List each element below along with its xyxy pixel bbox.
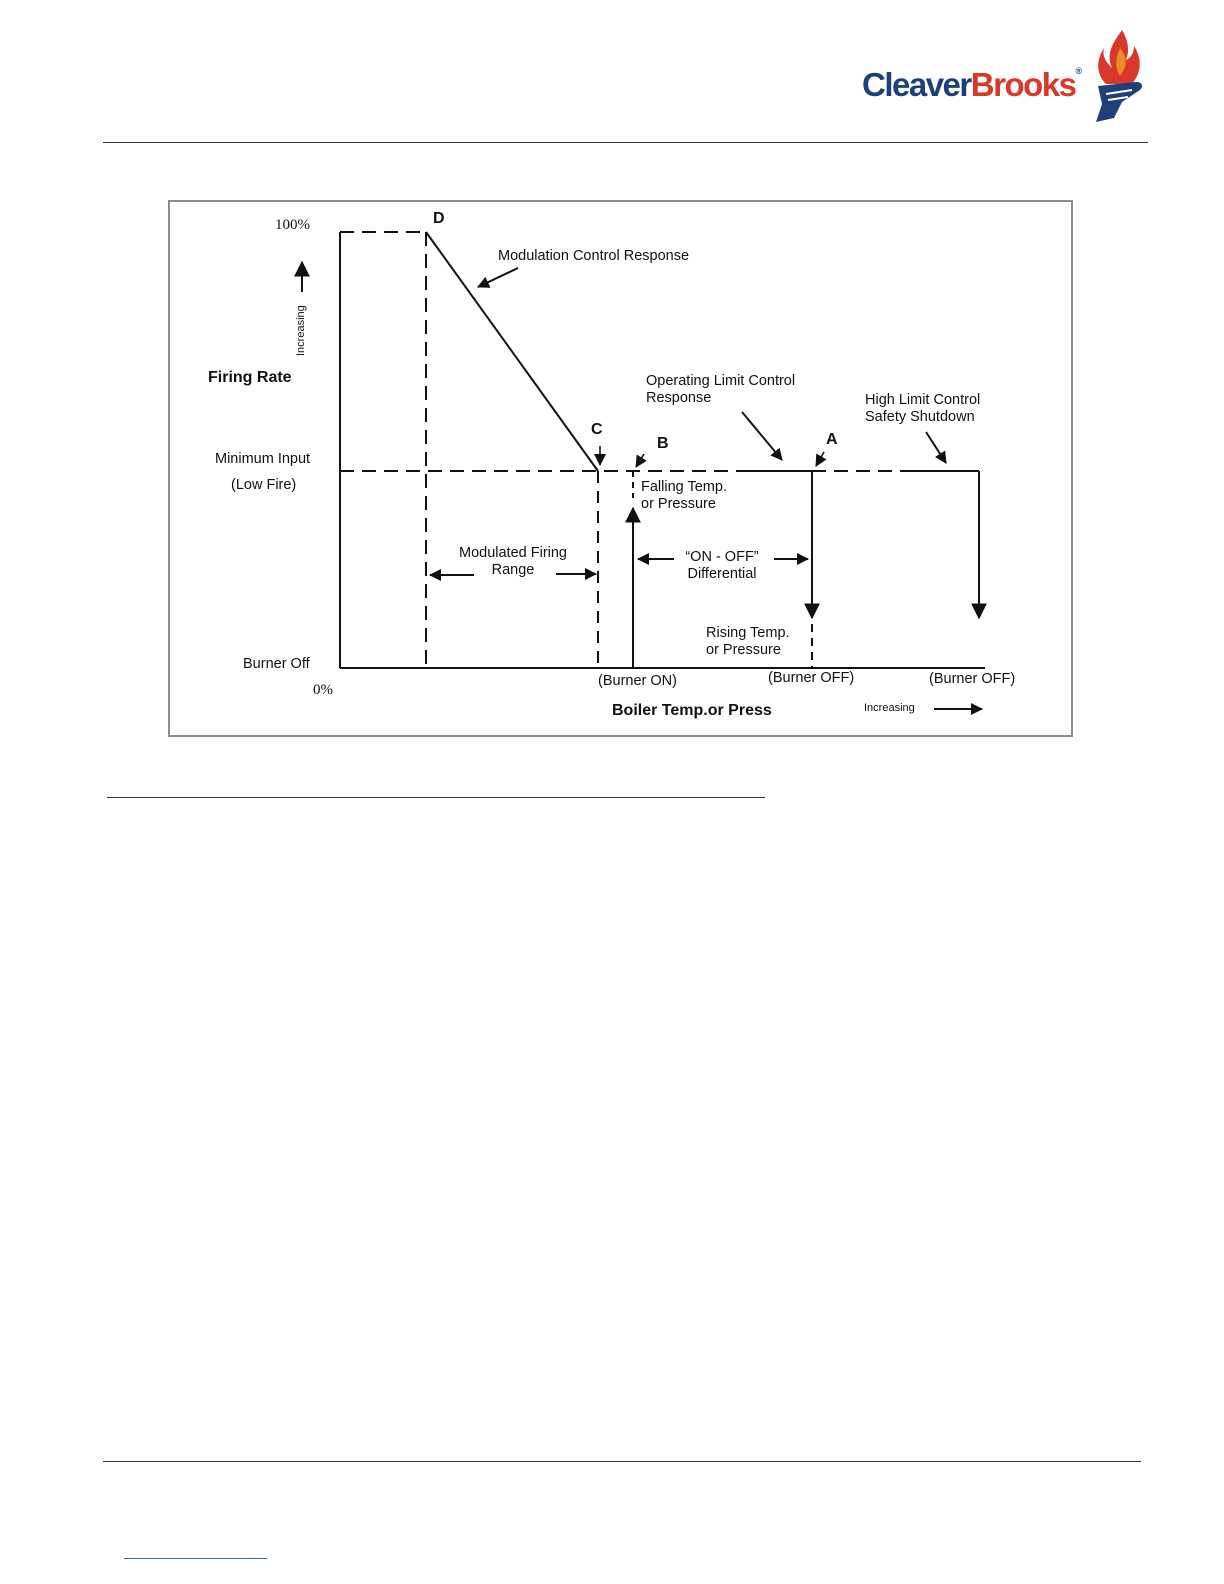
differential-label-line2: Differential xyxy=(687,566,756,582)
rising-temp-label-line2: or Pressure xyxy=(706,642,781,658)
point-b-label: B xyxy=(657,435,669,452)
point-c-label: C xyxy=(591,421,603,438)
falling-temp-label-line1: Falling Temp. xyxy=(641,479,727,495)
low-fire-label: (Low Fire) xyxy=(231,477,296,493)
modulation-response-line xyxy=(425,231,599,472)
falling-temp-label-line2: or Pressure xyxy=(641,496,716,512)
minimum-input-label: Minimum Input xyxy=(215,451,310,467)
modulation-control-label: Modulation Control Response xyxy=(498,248,689,264)
cleaver-brooks-logo: CleaverBrooks® xyxy=(862,28,1148,124)
footer-link-underline[interactable] xyxy=(124,1558,267,1559)
footer-divider xyxy=(103,1461,1141,1462)
point-d-label: D xyxy=(433,210,445,227)
point-a-pointer-arrow xyxy=(815,451,827,467)
section-divider xyxy=(107,797,765,798)
y-100-percent-label: 100% xyxy=(275,217,310,233)
modulation-pointer-arrow xyxy=(477,267,519,288)
modulated-firing-label-line1: Modulated Firing xyxy=(459,545,567,561)
rising-temp-label-line1: Rising Temp. xyxy=(706,625,790,641)
high-limit-label-line2: Safety Shutdown xyxy=(865,409,975,425)
logo-registered-mark: ® xyxy=(1075,66,1083,76)
differential-label-line1: “ON - OFF” xyxy=(685,549,758,565)
burner-off-label-1: (Burner OFF) xyxy=(768,670,854,686)
burner-off-y-label: Burner Off xyxy=(243,656,311,672)
operating-limit-pointer-arrow xyxy=(741,411,783,461)
point-b-pointer-arrow xyxy=(635,453,647,468)
y-increasing-label: Increasing xyxy=(295,305,307,356)
operating-limit-label-line2: Response xyxy=(646,390,711,406)
y-zero-percent-label: 0% xyxy=(313,682,333,698)
burner-on-label: (Burner ON) xyxy=(598,673,677,689)
burner-off-label-2: (Burner OFF) xyxy=(929,671,1015,687)
y-axis-title: Firing Rate xyxy=(208,369,292,386)
operating-limit-label-line1: Operating Limit Control xyxy=(646,373,795,389)
x-increasing-label: Increasing xyxy=(864,702,915,714)
flame-hand-icon xyxy=(1096,30,1143,122)
logo-word-brooks: Brooks xyxy=(970,66,1077,103)
high-limit-label-line1: High Limit Control xyxy=(865,392,980,408)
logo-word-cleaver: Cleaver xyxy=(862,66,972,103)
high-limit-pointer-arrow xyxy=(925,431,947,464)
logo-wordmark: CleaverBrooks® xyxy=(862,66,1082,104)
x-axis-title: Boiler Temp.or Press xyxy=(612,702,772,719)
header-divider xyxy=(103,142,1148,143)
point-a-label: A xyxy=(826,431,838,448)
diagram-frame xyxy=(168,200,1073,737)
modulated-firing-label-line2: Range xyxy=(492,562,535,578)
